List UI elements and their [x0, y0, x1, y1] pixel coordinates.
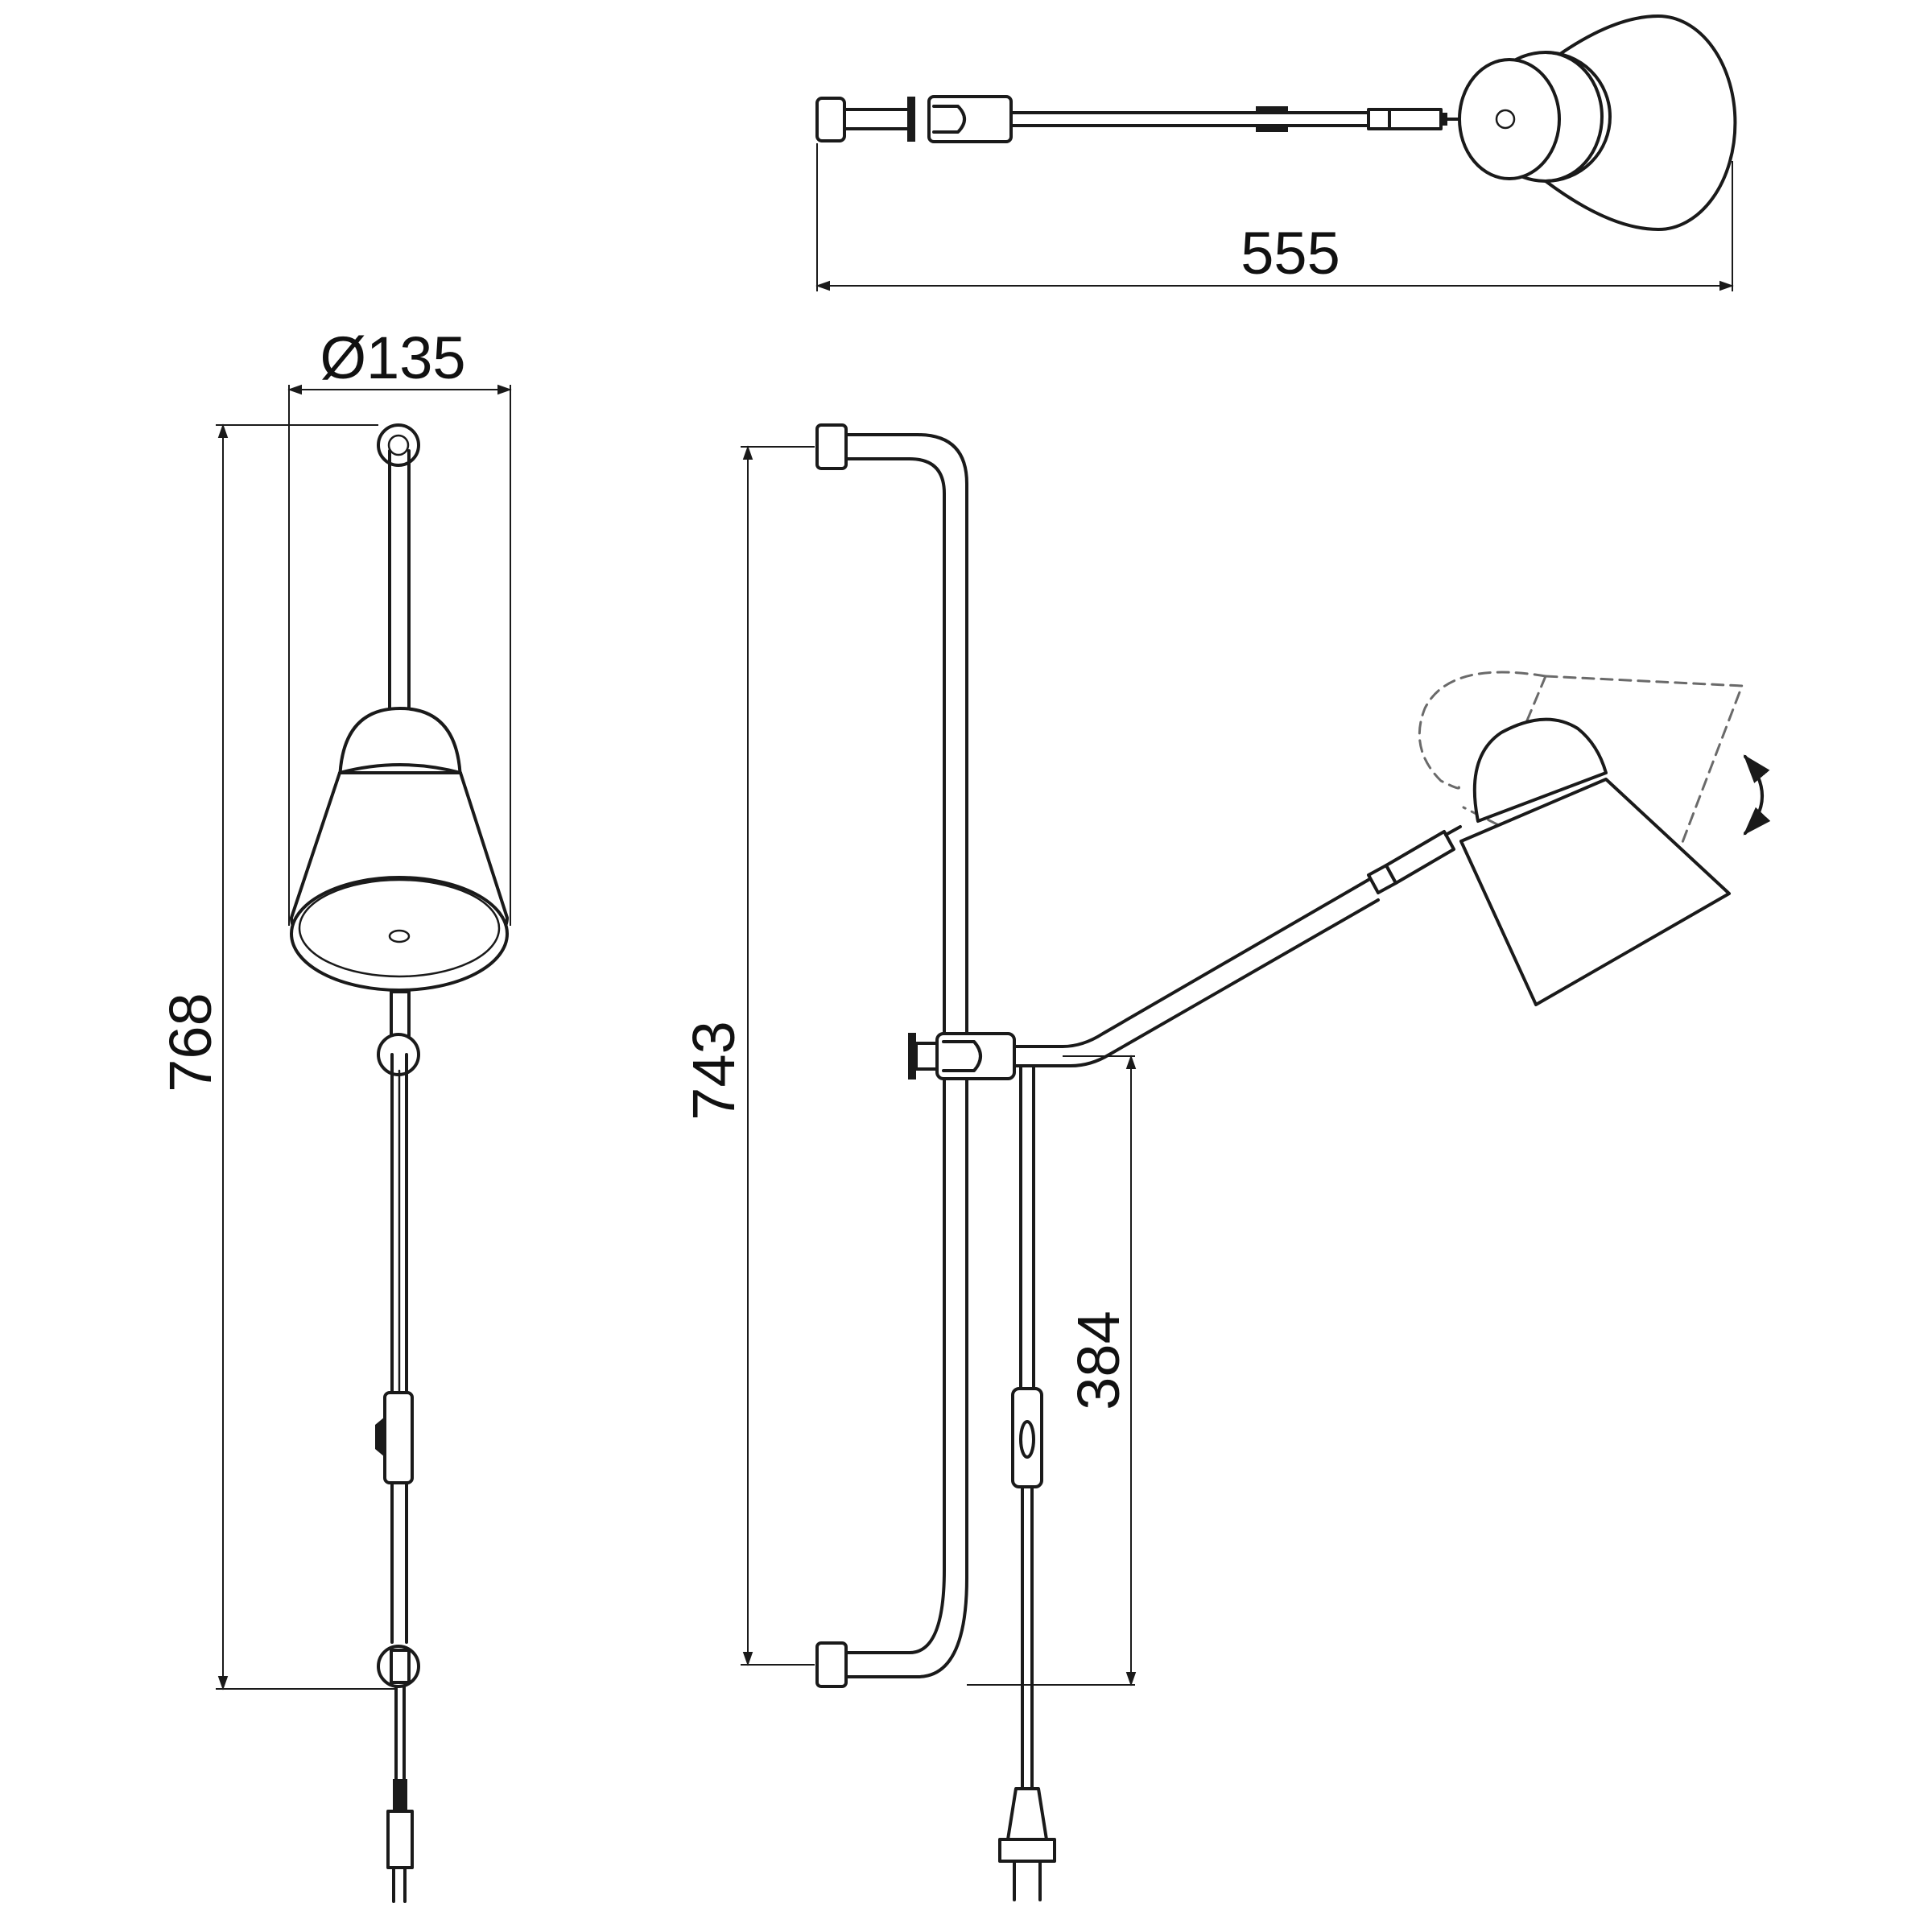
- dim-arm-mount-height-label: 384: [1065, 1311, 1132, 1410]
- dim-arm-mount-height: 384: [967, 1055, 1137, 1686]
- dim-bracket-height: 743: [680, 445, 815, 1666]
- dim-diameter: Ø135: [287, 324, 512, 926]
- dim-total-height: 768: [157, 423, 394, 1690]
- dim-width: 555: [815, 143, 1734, 291]
- top-view: [815, 14, 1737, 231]
- front-view: [290, 423, 509, 1903]
- dim-width-label: 555: [1241, 220, 1340, 287]
- dim-diameter-label: Ø135: [320, 324, 465, 391]
- side-view: [815, 423, 1771, 1901]
- dim-total-height-label: 768: [157, 993, 224, 1092]
- dim-bracket-height-label: 743: [680, 1021, 747, 1120]
